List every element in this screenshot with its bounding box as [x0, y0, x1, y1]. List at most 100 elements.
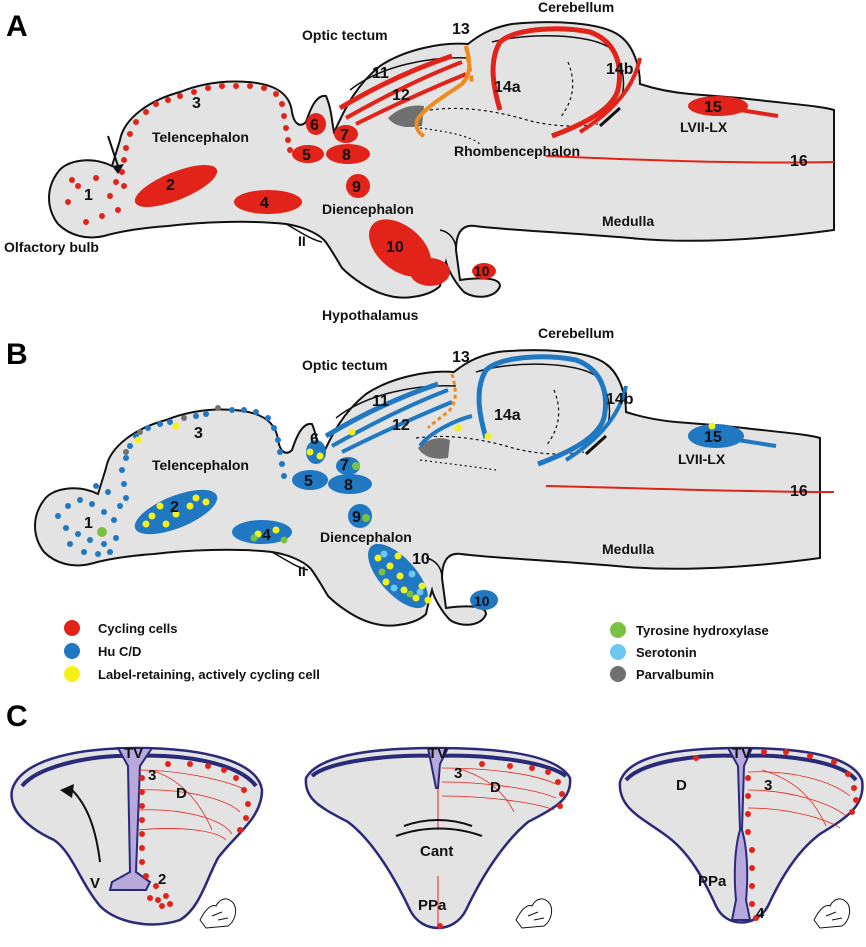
panel-b-dotted-cerebellum [545, 389, 560, 447]
panel-b-zone-14-loop [476, 354, 608, 467]
panel-b-label-telencephalon: Telencephalon [152, 457, 249, 473]
section-3-label-3: 3 [764, 777, 772, 794]
section-2-label-3: 3 [454, 765, 462, 782]
legend-swatch-label-retaining [64, 666, 80, 682]
panel-b-gray-dots [123, 405, 221, 455]
panel-a-arrow [107, 135, 119, 167]
zone-label-4: 4 [260, 195, 269, 212]
section-3: TV D 3 PPa 4 [618, 745, 864, 929]
panel-b-label-optic-nerve: II [298, 563, 306, 579]
zone-label-2: 2 [166, 177, 175, 194]
zone-label-3: 3 [192, 95, 201, 112]
section-2-red-dots [437, 761, 565, 929]
panel-b-zone-label-2: 2 [170, 499, 179, 516]
section-2-fiber-4 [455, 767, 515, 813]
section-1-arrowhead [60, 784, 74, 798]
legend-label-cycling: Cycling cells [98, 621, 177, 636]
zone-label-6: 6 [310, 117, 319, 134]
panel-b-zone-label-15: 15 [704, 429, 722, 446]
panel-b-label-diencephalon: Diencephalon [320, 529, 412, 545]
section-3-label-d: D [676, 777, 687, 794]
panel-b-label-optic-tectum: Optic tectum [302, 357, 388, 373]
zone-13-orange-dash [464, 45, 474, 83]
legend-swatch-hucd [64, 643, 80, 659]
legend-label-label-retaining: Label-retaining, actively cycling cell [98, 667, 320, 682]
section-3-label-ppa: PPa [698, 873, 727, 890]
panel-b-zone-label-10b: 10 [474, 593, 490, 609]
panel-a-arrowhead [112, 164, 124, 174]
zone-14b-band [578, 57, 642, 134]
panel-b-zone-10b-area [470, 590, 498, 610]
panel-a-brain-outline [48, 21, 835, 299]
panel-b-blue-dots [55, 407, 287, 557]
section-1-brain-thumbnail [199, 898, 237, 929]
zone-label-14b: 14b [606, 61, 634, 78]
panel-c: C TV 3 D [6, 700, 864, 930]
section-2-cant-arc-upper [403, 819, 473, 827]
zone-2-area [134, 165, 218, 207]
section-2: TV 3 D Cant PPa [304, 745, 572, 930]
label-optic-nerve: II [298, 233, 306, 249]
zone-label-9: 9 [352, 179, 361, 196]
panel-b-label-lvii-lx: LVII-LX [678, 451, 726, 467]
legend: Cycling cells Hu C/D Label-retaining, ac… [64, 620, 769, 682]
panel-b-optic-curve [271, 551, 309, 571]
zone-label-10: 10 [386, 239, 404, 256]
panel-b-zone-label-8: 8 [344, 477, 353, 494]
section-1: TV 3 D V 2 [10, 745, 264, 929]
section-1-label-v: V [90, 875, 100, 892]
panel-b-yellow-dots [134, 422, 716, 604]
panel-a-optic-curve [285, 223, 323, 243]
section-1-curved-arrow [71, 789, 101, 863]
legend-swatch-tyrosine [610, 622, 626, 638]
panel-a: A [4, 0, 835, 323]
panel-b-zone-label-1: 1 [84, 515, 93, 532]
zone-14-loop [490, 26, 622, 139]
panel-b-label-medulla: Medulla [602, 541, 654, 557]
label-cerebellum: Cerebellum [538, 0, 614, 15]
zone-11-band [338, 53, 453, 111]
label-medulla: Medulla [602, 213, 654, 229]
zone-6-area [306, 113, 326, 135]
legend-swatch-parvalbumin [610, 666, 626, 682]
panel-b: B [6, 325, 835, 627]
section-2-fiber-2 [441, 781, 557, 799]
panel-b-zone-12-band-inner [341, 400, 453, 454]
panel-b-zone-16-line [545, 485, 835, 493]
panel-b-zone-5-area [292, 470, 328, 490]
panel-b-zone-label-5: 5 [304, 473, 313, 490]
label-telencephalon: Telencephalon [152, 129, 249, 145]
panel-a-red-dots [65, 83, 293, 225]
panel-b-zone-label-11: 11 [372, 393, 389, 410]
zone-10b-area [472, 263, 496, 279]
section-1-fiber-4 [137, 828, 227, 841]
panel-b-zone-12-band [331, 388, 449, 448]
section-3-tv-label: TV [732, 745, 751, 762]
section-2-ventricle [426, 747, 450, 789]
section-1-fiber-2 [137, 789, 241, 813]
zone-10-area-b [410, 258, 450, 286]
label-hypothalamus: Hypothalamus [322, 307, 419, 323]
section-1-fiber-5 [149, 769, 213, 831]
panel-b-label-cerebellum: Cerebellum [538, 325, 614, 341]
panel-a-hypo-lobe [439, 229, 457, 251]
section-1-ventricle [108, 747, 154, 891]
panel-b-zone-label-10: 10 [412, 551, 430, 568]
zone-16-line [545, 155, 835, 164]
section-1-fiber-3 [137, 809, 233, 835]
panel-b-zone-label-6: 6 [310, 431, 319, 448]
section-3-fiber-1 [747, 771, 851, 797]
panel-b-zone-8-area [328, 474, 372, 494]
panel-a-dotted-cerebellum [559, 61, 574, 119]
panel-b-zone-label-13: 13 [452, 349, 470, 366]
panel-b-brain-outline [34, 349, 821, 627]
section-1-red-dots [139, 761, 251, 909]
zone-5-area [292, 145, 324, 163]
panel-b-zone-15-tail [737, 438, 777, 448]
panel-b-zone-label-7: 7 [340, 457, 349, 474]
zone-label-10b: 10 [474, 263, 490, 279]
section-3-label-4: 4 [756, 905, 765, 922]
zone-15-tail [739, 108, 779, 118]
zone-8-area [326, 144, 370, 164]
